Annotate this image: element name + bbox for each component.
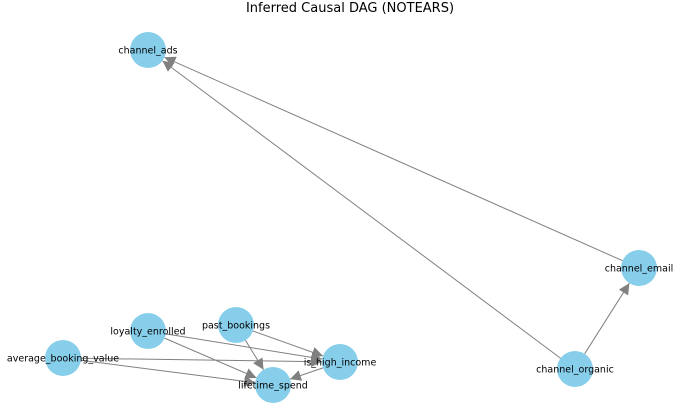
node-circle-average_booking_value	[45, 340, 81, 376]
edge-average_booking_value-to-is_high_income	[80, 356, 323, 368]
node-channel_email: channel_email	[605, 250, 674, 286]
node-circle-lifetime_spend	[255, 367, 291, 403]
node-label-is_high_income: is_high_income	[304, 358, 377, 369]
node-channel_organic: channel_organic	[536, 351, 614, 387]
node-label-channel_organic: channel_organic	[536, 365, 614, 376]
edge-past_bookings-to-lifetime_spend	[245, 340, 264, 370]
nodes-layer: channel_adschannel_emailchannel_organicl…	[7, 32, 673, 403]
edge-channel_email-to-channel_ads	[164, 56, 623, 262]
node-circle-is_high_income	[322, 344, 358, 380]
node-label-loyalty_enrolled: loyalty_enrolled	[110, 327, 185, 338]
node-circle-channel_email	[621, 250, 657, 286]
node-channel_ads: channel_ads	[118, 32, 178, 68]
node-circle-channel_organic	[557, 351, 593, 387]
node-label-channel_email: channel_email	[605, 264, 674, 275]
edge-channel_organic-to-channel_ads	[162, 60, 561, 359]
edge-loyalty_enrolled-to-is_high_income	[165, 333, 323, 363]
node-label-average_booking_value: average_booking_value	[7, 354, 119, 365]
figure-title: Inferred Causal DAG (NOTEARS)	[246, 1, 454, 16]
node-circle-loyalty_enrolled	[130, 313, 166, 349]
edge-channel_organic-to-channel_email	[584, 282, 630, 355]
node-past_bookings: past_bookings	[202, 307, 270, 343]
node-is_high_income: is_high_income	[304, 344, 377, 380]
node-circle-past_bookings	[218, 307, 254, 343]
node-label-lifetime_spend: lifetime_spend	[238, 381, 308, 392]
edge-past_bookings-to-is_high_income	[252, 330, 324, 358]
node-loyalty_enrolled: loyalty_enrolled	[110, 313, 186, 349]
node-circle-channel_ads	[130, 32, 166, 68]
node-label-past_bookings: past_bookings	[202, 321, 270, 332]
edge-is_high_income-to-lifetime_spend	[289, 367, 324, 381]
edge-loyalty_enrolled-to-lifetime_spend	[164, 337, 257, 379]
node-average_booking_value: average_booking_value	[7, 340, 119, 376]
node-label-channel_ads: channel_ads	[118, 46, 177, 57]
edges-layer	[80, 56, 630, 387]
edge-average_booking_value-to-lifetime_spend	[80, 359, 256, 387]
node-lifetime_spend: lifetime_spend	[238, 367, 308, 403]
